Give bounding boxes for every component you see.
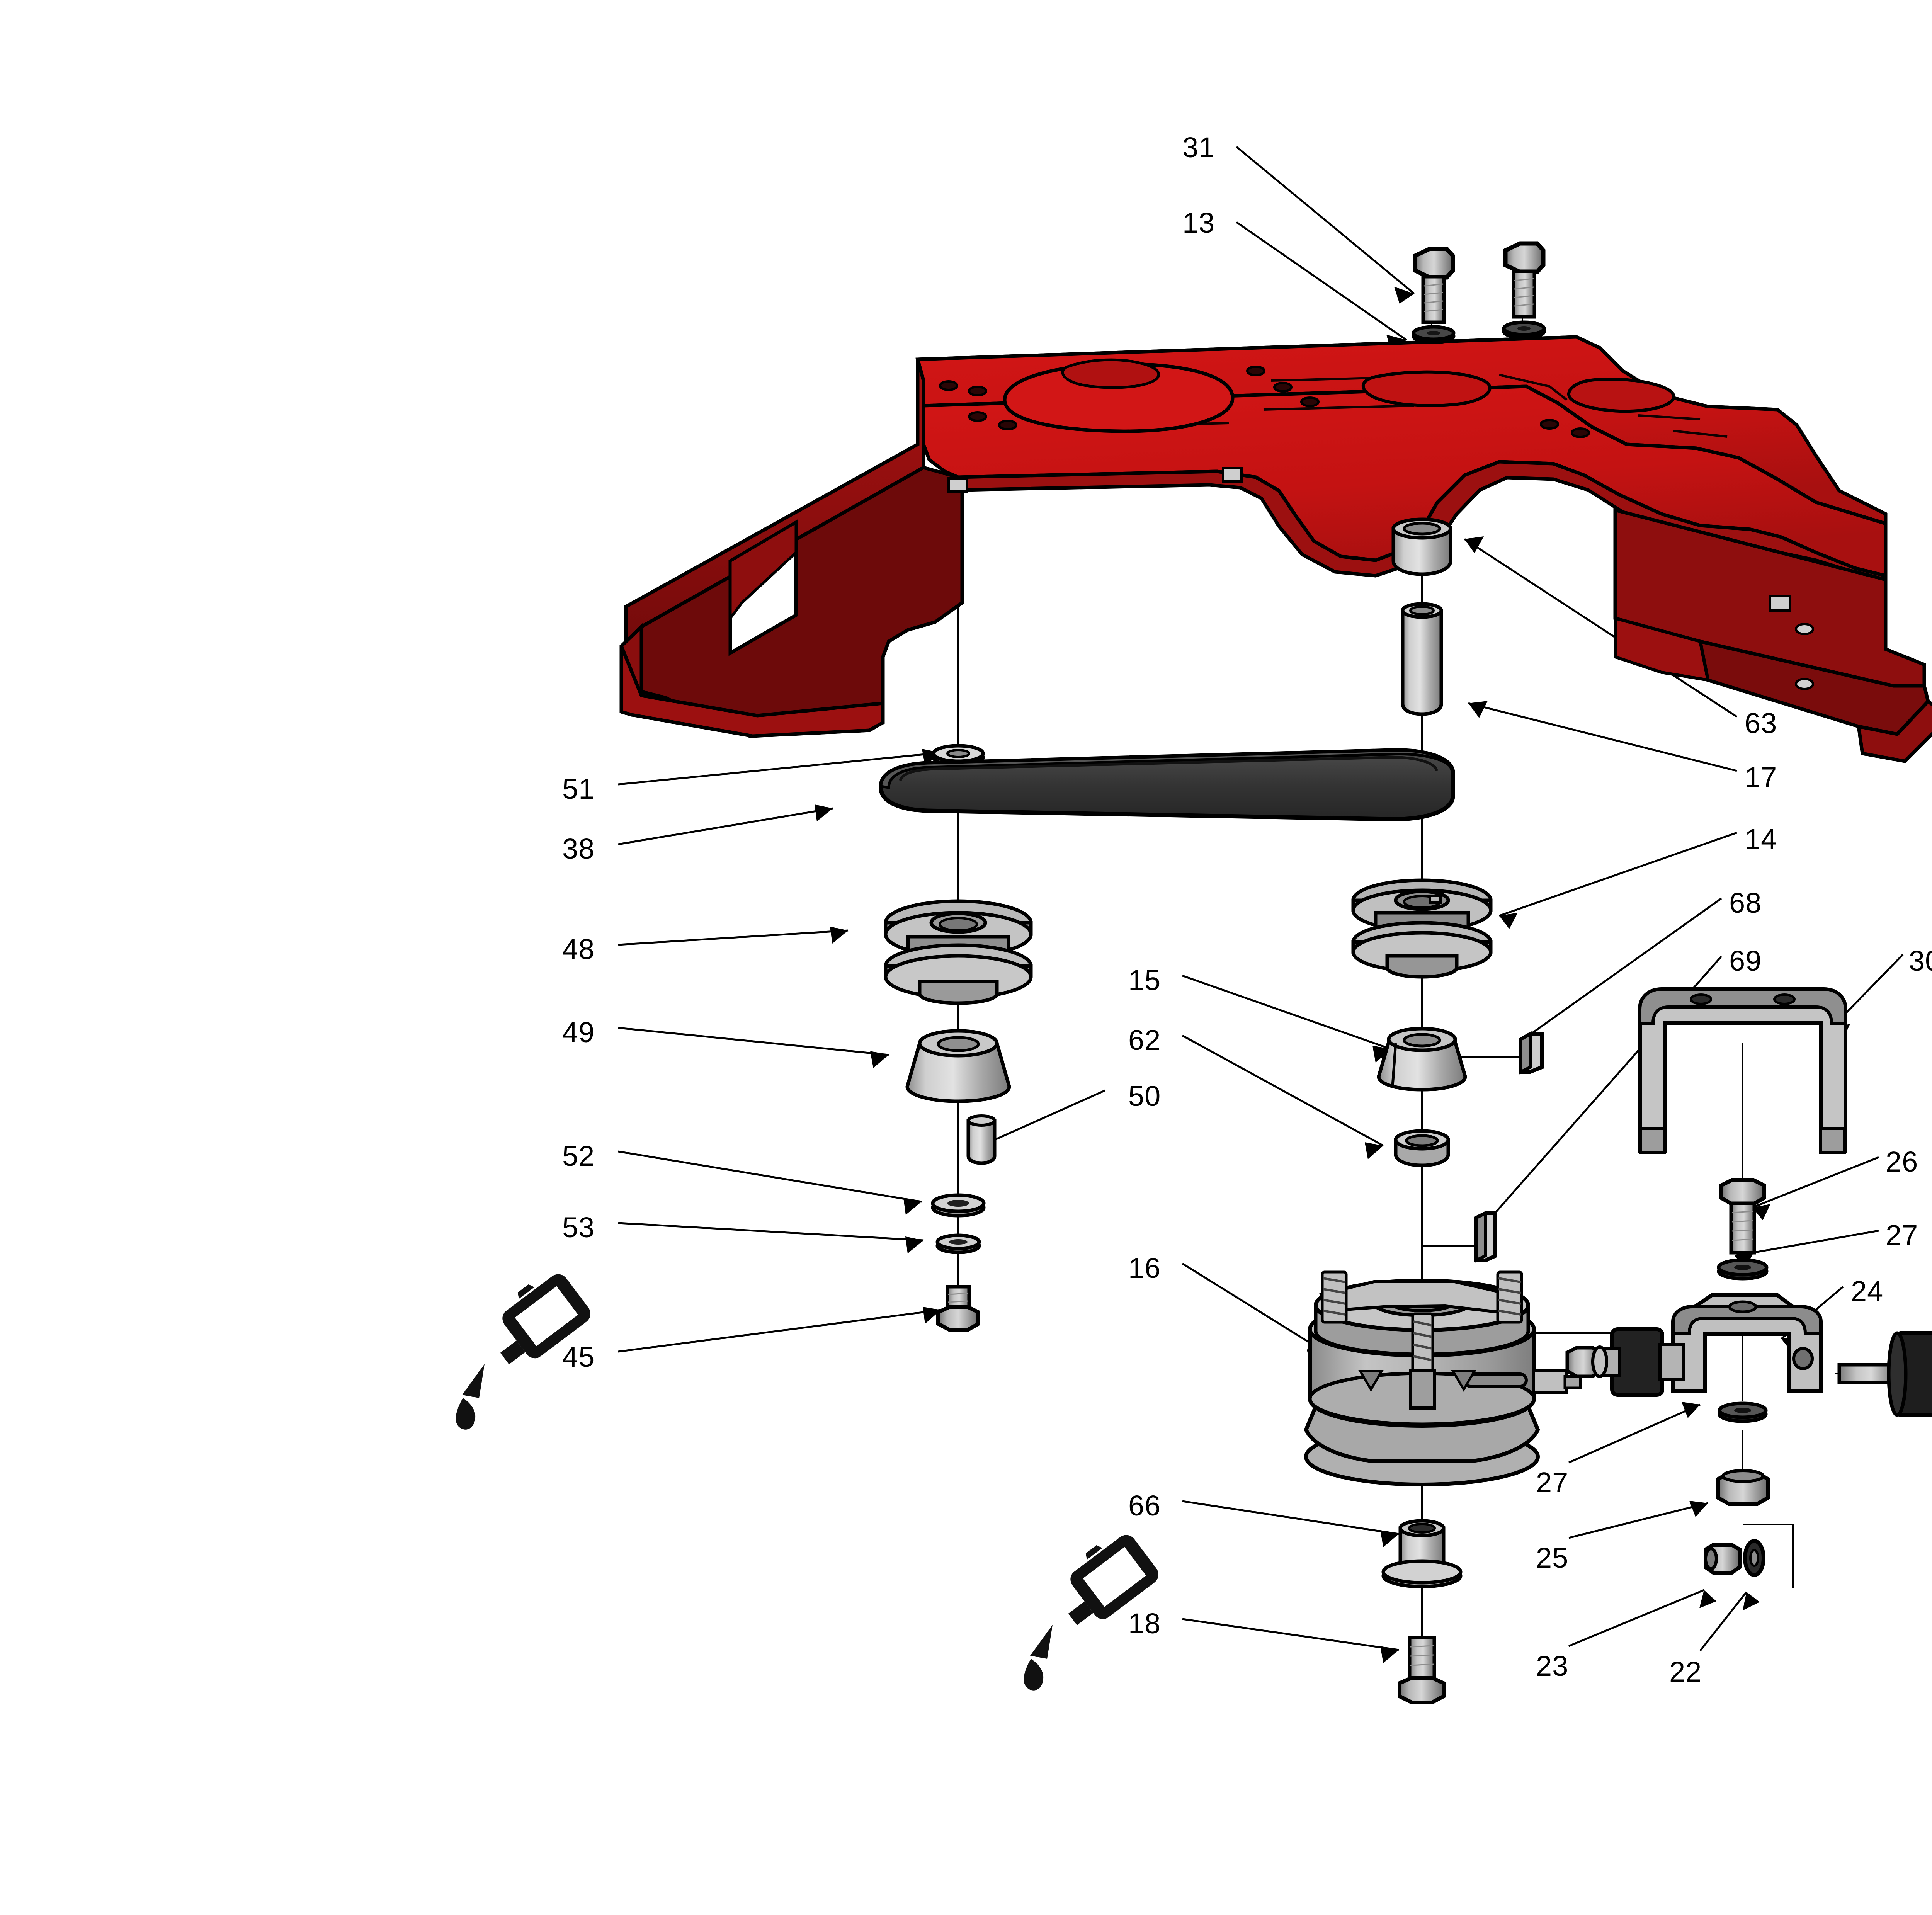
- flange-bushing-66: [1381, 1519, 1463, 1588]
- lock-washer-53: [935, 1233, 981, 1254]
- callout-25-hex-nut: 25: [1536, 1542, 1569, 1574]
- woodruff-key-68: [1519, 1031, 1544, 1075]
- hex-nut-25: [1716, 1469, 1770, 1506]
- leader-lines-group: [618, 146, 1904, 1651]
- idler-yoke-bracket-24: [1565, 1293, 1823, 1397]
- bushing-63: [1391, 517, 1452, 576]
- lock-washer-22-bottom: [1743, 1539, 1765, 1577]
- callout-62-ring: 62: [1128, 1024, 1161, 1056]
- pulley-14: [1351, 878, 1493, 979]
- callout-23-hex-nut-bottom: 23: [1536, 1650, 1569, 1682]
- callout-22-lock-washer: 22: [1669, 1656, 1702, 1688]
- callout-26-carriage-bolt: 26: [1886, 1146, 1918, 1178]
- callout-14-pulley: 14: [1745, 823, 1777, 855]
- callout-16-electric-clutch: 16: [1128, 1252, 1161, 1284]
- callout-53-lock-washer: 53: [562, 1211, 595, 1243]
- callout-68-key: 68: [1729, 887, 1762, 919]
- deck-mounted-bolt-head: [947, 467, 1791, 612]
- callout-69-key: 69: [1729, 945, 1762, 977]
- callout-31-hex-bolt: 31: [1182, 131, 1215, 163]
- taper-bushing-15: [1377, 1027, 1467, 1092]
- drive-belt-38: [879, 748, 1455, 821]
- flat-washer-27-lower: [1718, 1401, 1768, 1423]
- callout-49-cone-spacer: 49: [562, 1016, 595, 1048]
- mower-deck-housing: [619, 335, 1932, 763]
- flat-washer-upper-right: [1502, 320, 1546, 340]
- hex-bolt-18: [1398, 1636, 1446, 1704]
- grease-oil-can-icon-left: [456, 1274, 590, 1430]
- u-bracket-30: [1638, 987, 1847, 1154]
- woodruff-key-69: [1474, 1211, 1497, 1263]
- pulley-48: [884, 899, 1033, 1005]
- callout-30-u-bracket: 30: [1909, 945, 1932, 977]
- callout-63-bushing: 63: [1745, 707, 1777, 739]
- callout-27-flat-washer-upper: 27: [1886, 1219, 1918, 1251]
- electric-clutch-16: [1304, 1270, 1582, 1486]
- spacer-ring-62: [1394, 1129, 1450, 1167]
- callout-48-pulley: 48: [562, 933, 595, 965]
- callout-51-washer: 51: [562, 773, 595, 805]
- clutch-connector: [1532, 1369, 1582, 1394]
- idler-roller-64: [1837, 1331, 1932, 1417]
- flat-washer-upper-left: [1412, 325, 1456, 344]
- callout-18-hex-bolt: 18: [1128, 1607, 1161, 1639]
- hex-bolt-45: [936, 1285, 980, 1332]
- washer-52: [931, 1193, 986, 1218]
- hex-bolt-upper-right: [1503, 241, 1546, 319]
- woodruff-key-50: [966, 1114, 997, 1165]
- hex-nut-23-bottom: [1704, 1543, 1742, 1575]
- callout-13-flat-washer: 13: [1182, 207, 1215, 239]
- flat-washer-27-upper: [1717, 1258, 1769, 1281]
- carriage-bolt-26: [1719, 1178, 1766, 1255]
- grease-oil-can-icon-center: [1024, 1535, 1158, 1691]
- spacer-tube-17: [1401, 602, 1443, 716]
- callout-24-yoke-bracket: 24: [1851, 1275, 1884, 1307]
- cone-spacer-49: [905, 1029, 1011, 1103]
- callout-38-belt: 38: [562, 833, 595, 865]
- callout-52-washer: 52: [562, 1140, 595, 1172]
- callout-17-spacer-tube: 17: [1745, 761, 1777, 793]
- hex-bolt-upper-left: [1413, 247, 1455, 324]
- callout-27-flat-washer-lower: 27: [1536, 1466, 1569, 1498]
- callout-45-grease-point: 45: [562, 1341, 595, 1373]
- callout-50-key: 50: [1128, 1080, 1161, 1112]
- callout-15-taper-bushing: 15: [1128, 964, 1161, 996]
- callout-66-flange-bushing: 66: [1128, 1490, 1161, 1522]
